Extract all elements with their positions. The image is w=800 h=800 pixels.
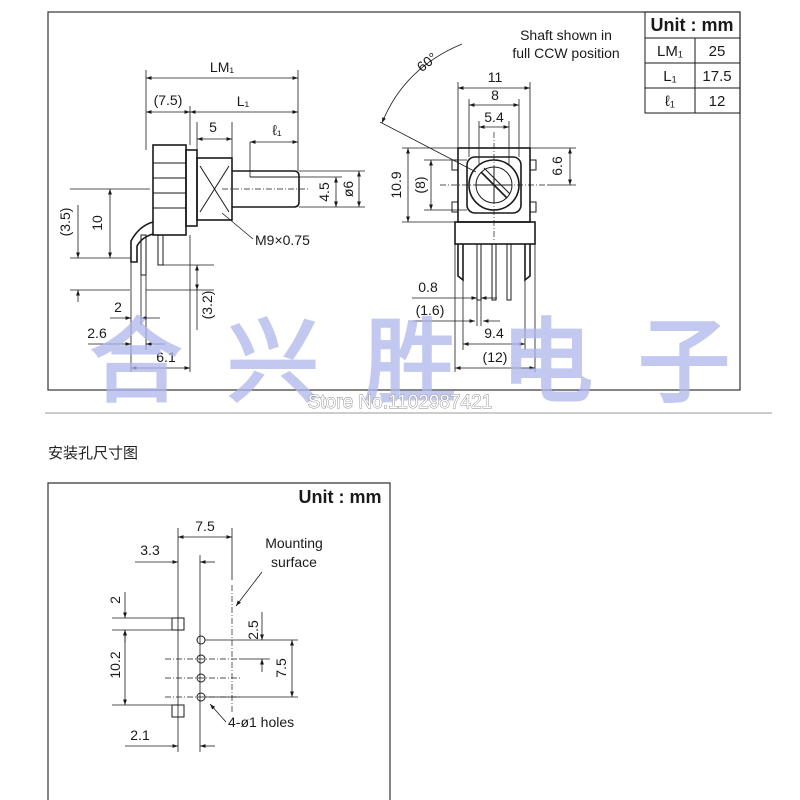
pin-hole [196,654,206,664]
label-9-4: 9.4 [484,325,504,341]
mounting-leg [457,244,464,282]
housing-flange [185,149,198,227]
label-3-2: (3.2) [199,291,215,320]
terminal-pin [476,243,482,301]
label-0-8: 0.8 [418,279,438,295]
table-param: L₁ [663,68,676,85]
label-holes: 4-ø1 holes [228,714,294,730]
side-tab [451,201,459,213]
label-2-1: 2.1 [130,727,150,743]
store-number: Store No.1102987421 [308,392,493,413]
front-view: Shaft shown in full CCW position 60° 11 … [379,27,620,372]
label-7-5-vertical: 7.5 [273,658,289,678]
shaft-note-line1: Shaft shown in [520,27,612,43]
label-8-paren: (8) [412,176,428,193]
side-tab [529,201,537,213]
table-value: 12 [709,93,726,110]
label-2-vertical: 2 [107,596,123,604]
front-base [454,221,536,245]
mounting-unit-label: Unit : mm [299,487,382,507]
top-drawing-frame [47,11,741,391]
angle-reference-line [379,121,477,173]
label-3-3: 3.3 [140,542,160,558]
label-l1: L₁ [237,93,250,109]
mounting-hole-layout: 7.5 3.3 Mounting surface 2 10.2 [107,518,323,752]
shaft-slot [483,167,511,195]
terminal-pin [140,234,147,276]
label-1-6: (1.6) [416,302,445,318]
shaft-note-line2: full CCW position [512,45,619,61]
terminal-pin [506,243,512,301]
watermark: 合兴胜电子 Store No.1102987421 [90,309,730,416]
threaded-bushing [196,157,233,221]
unit-label: Unit : mm [651,15,734,35]
table-value: 17.5 [702,68,731,85]
side-view: LM₁ (7.5) L₁ 5 ℓ₁ 4.5 ø6 M9×0.75 [57,59,365,372]
holes-leader [209,703,227,723]
label-10: 10 [89,215,105,231]
bushing-cross [199,165,230,213]
label-8: 8 [491,87,499,103]
mounting-surface-label: surface [271,554,317,570]
label-3-5: (3.5) [57,208,73,237]
label-2-6: 2.6 [87,325,107,341]
mounting-lug [130,221,154,263]
label-lm1: LM₁ [210,59,234,75]
rotation-angle-arc [381,43,463,124]
label-12: (12) [483,349,508,365]
label-ell1: ℓ₁ [272,122,282,138]
pin-hole [196,673,206,683]
label-5-4: 5.4 [484,109,504,125]
label-6-1: 6.1 [156,349,176,365]
label-4-5: 4.5 [316,182,332,202]
label-6-6: 6.6 [549,156,565,176]
label-7-5: (7.5) [154,92,183,108]
mounting-leg [524,244,531,282]
label-10-9: 10.9 [388,171,404,198]
label-10-2: 10.2 [107,651,123,678]
mounting-surface-label: Mounting [265,535,323,551]
terminal-pin [157,234,164,266]
table-value: 25 [709,43,726,60]
terminal-pin [491,243,497,301]
thread-leader [221,212,254,240]
lug-square-hole [171,617,185,631]
housing-body [152,144,187,236]
label-11: 11 [488,69,503,85]
label-2-5: 2.5 [245,620,261,640]
label-7-5: 7.5 [195,518,215,534]
label-2: 2 [114,299,122,315]
mounting-section-title: 安装孔尺寸图 [48,444,138,462]
lug-square-hole [171,704,185,718]
label-dia-6: ø6 [340,181,356,198]
pin-hole [196,635,206,645]
unit-table: Unit : mm LM₁ 25 L₁ 17.5 ℓ₁ 12 [644,11,741,114]
label-5: 5 [209,119,217,135]
side-tab [529,159,537,171]
label-thread: M9×0.75 [255,232,310,248]
mounting-surface-leader [235,571,263,607]
table-param: ℓ₁ [665,93,675,110]
mounting-drawing-frame [47,482,391,800]
table-param: LM₁ [657,43,683,60]
